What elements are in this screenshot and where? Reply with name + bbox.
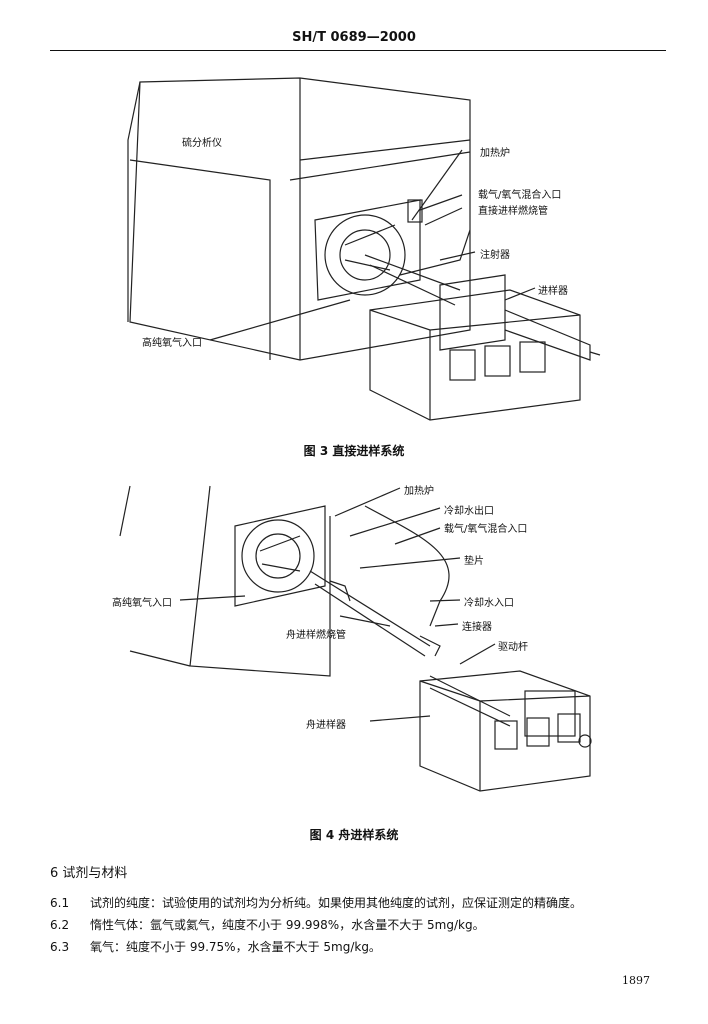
header-rule <box>50 50 666 51</box>
clause-text: 惰性气体：氩气或氦气，纯度不小于 99.998%，水含量不大于 5mg/kg。 <box>90 918 485 932</box>
clause-text: 氧气：纯度不小于 99.75%，水含量不大于 5mg/kg。 <box>90 940 381 954</box>
label-cooling-outlet: 冷却水出口 <box>444 506 494 517</box>
label-carrier-inlet: 载气/氧气混合入口 <box>478 190 562 201</box>
page-number: 1897 <box>622 974 650 987</box>
clause-6-1: 6.1 试剂的纯度：试验使用的试剂均为分析纯。如果使用其他纯度的试剂，应保证测定的… <box>50 894 670 911</box>
label-syringe: 注射器 <box>480 250 510 261</box>
clause-number: 6.1 <box>50 896 70 910</box>
clause-number: 6.3 <box>50 940 70 954</box>
label-drive-rod: 驱动杆 <box>498 642 528 653</box>
section-heading: 6 试剂与材料 <box>50 866 128 881</box>
label-boat-tube: 舟进样燃烧管 <box>286 630 346 641</box>
clause-number: 6.2 <box>50 918 70 932</box>
clause-text: 试剂的纯度：试验使用的试剂均为分析纯。如果使用其他纯度的试剂，应保证测定的精确度… <box>90 896 583 910</box>
label-furnace: 加热炉 <box>480 148 510 159</box>
clause-6-2: 6.2 惰性气体：氩气或氦气，纯度不小于 99.998%，水含量不大于 5mg/k… <box>50 916 670 933</box>
figure-4: 加热炉 冷却水出口 载气/氧气混合入口 垫片 高纯氧气入口 冷却水入口 舟进样燃… <box>0 476 708 816</box>
label-oxygen-inlet: 高纯氧气入口 <box>142 338 202 349</box>
figure-4-caption: 图 4 舟进样系统 <box>309 828 399 842</box>
figure-3: 硫分析仪 加热炉 载气/氧气混合入口 直接进样燃烧管 注射器 进样器 高纯氧气入… <box>0 60 708 440</box>
clause-6-3: 6.3 氧气：纯度不小于 99.75%，水含量不大于 5mg/kg。 <box>50 938 670 955</box>
label-oxygen-inlet: 高纯氧气入口 <box>112 598 172 609</box>
label-analyzer: 硫分析仪 <box>182 138 222 149</box>
label-septum: 垫片 <box>464 556 484 567</box>
figure-4-drawing <box>119 485 592 792</box>
label-furnace: 加热炉 <box>404 486 434 497</box>
label-direct-tube: 直接进样燃烧管 <box>478 206 548 217</box>
label-connector: 连接器 <box>462 622 492 633</box>
label-carrier-inlet: 载气/氧气混合入口 <box>444 524 528 535</box>
label-cooling-inlet: 冷却水入口 <box>464 598 514 609</box>
header-standard-code: SH/T 0689—2000 <box>292 30 416 45</box>
label-injector: 进样器 <box>538 286 568 297</box>
figure-3-drawing <box>127 77 601 421</box>
figure-3-caption: 图 3 直接进样系统 <box>303 444 405 458</box>
label-boat-injector: 舟进样器 <box>306 720 346 731</box>
